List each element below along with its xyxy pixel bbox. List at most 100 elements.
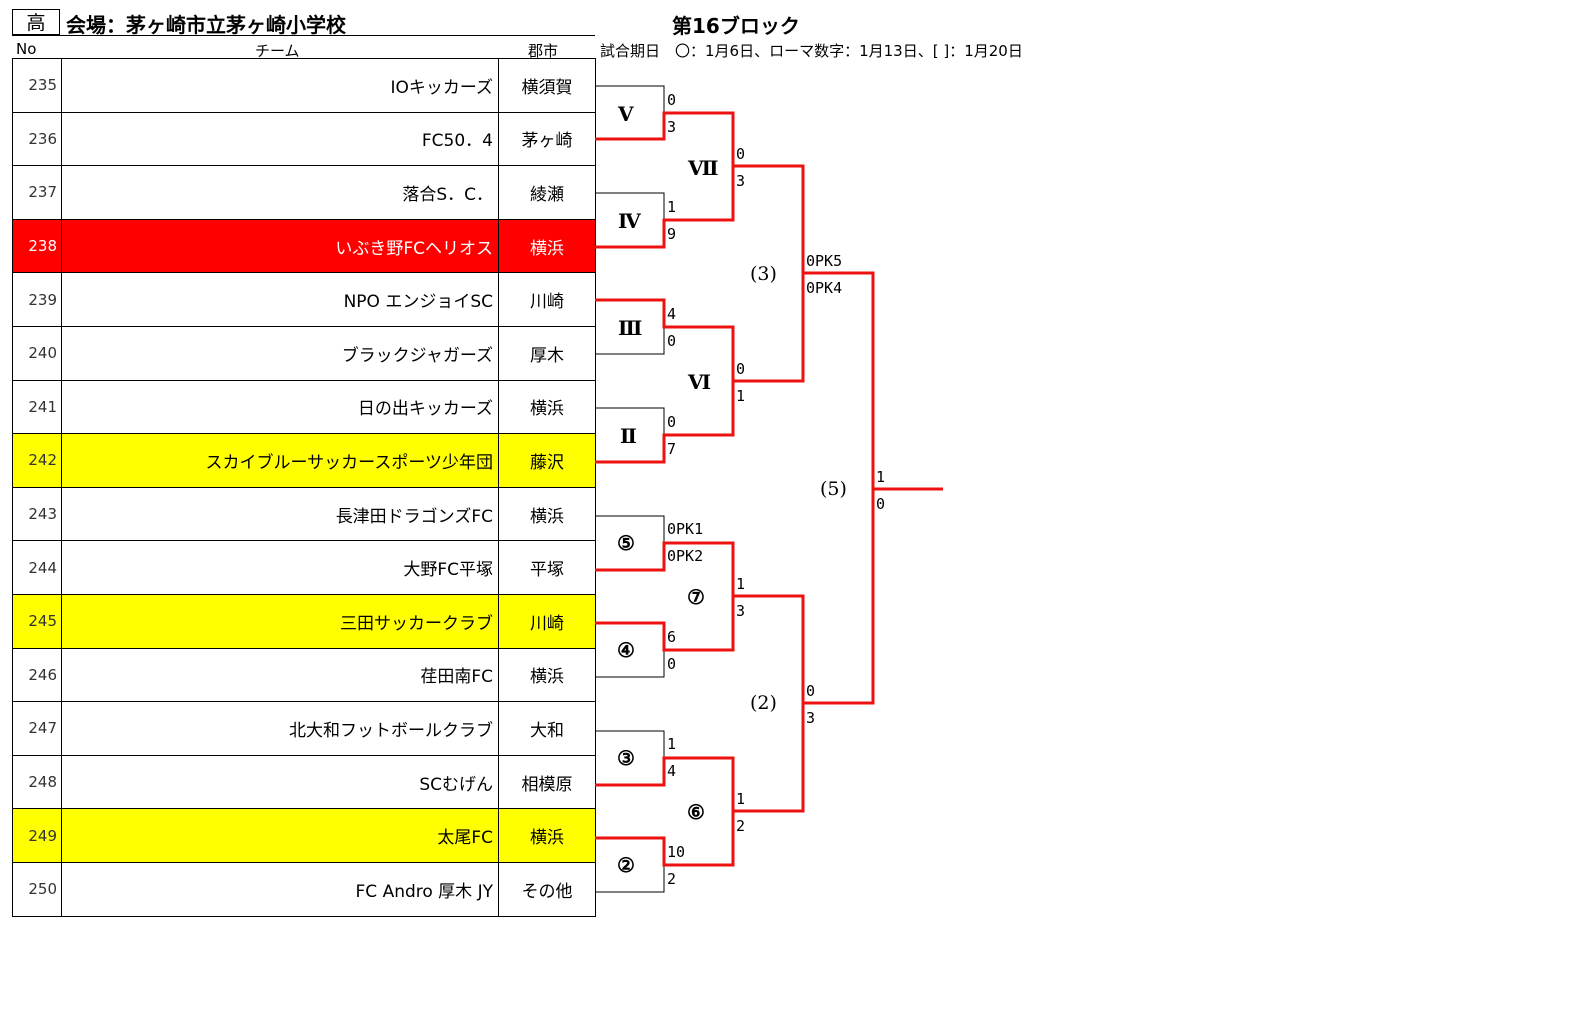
team-city: 藤沢 [499,434,596,487]
team-number: 244 [13,541,62,594]
score-label: 0 [736,360,746,378]
team-name: いぶき野FCヘリオス [62,219,499,273]
score-label: 0 [667,332,677,350]
round-label: (2) [750,692,777,714]
bracket-line [595,407,665,435]
bracket-line [803,489,874,704]
winner-line [595,594,805,867]
team-name: 北大和フットボールクラブ [62,702,499,755]
team-name: IOキッカーズ [62,59,499,112]
match-label: ⑤ [617,531,635,555]
team-number: 242 [13,434,62,487]
score-label: 1 [736,387,746,405]
score-label: 10 [667,843,686,861]
team-city: 横浜 [499,487,596,541]
team-name: 三田サッカークラブ [62,594,499,648]
match-label: Ⅶ [688,156,719,180]
winner-line [595,298,735,464]
team-name: 長津田ドラゴンズFC [62,487,499,541]
score-label: 3 [667,118,677,136]
score-label: 0 [876,495,886,513]
team-city: 横須賀 [499,59,596,112]
team-city: 大和 [499,702,596,755]
team-city: 横浜 [499,809,596,862]
winner-line [803,489,875,705]
score-label: 1 [667,735,677,753]
team-city: 横浜 [499,380,596,434]
team-number: 246 [13,648,62,702]
match-label: ③ [617,746,635,770]
team-name: NPO エンジョイSC [62,273,499,326]
score-label: 6 [667,628,677,646]
score-label: 0 [806,682,816,700]
team-name: FC Andro 厚木 JY [62,862,499,916]
team-name: 大野FC平塚 [62,541,499,594]
score-label: 0 [667,413,677,431]
team-name: SCむげん [62,755,499,809]
match-label: Ⅴ [618,102,634,126]
team-name: 日の出キッカーズ [62,380,499,434]
team-city: 横浜 [499,648,596,702]
bracket-line [595,650,665,678]
score-label: 3 [806,709,816,727]
winner-line [595,541,735,652]
team-number: 237 [13,166,62,219]
score-label: 9 [667,225,677,243]
score-label: 0PK1 [667,520,704,538]
bracket-line [595,327,665,355]
match-label: Ⅲ [618,316,643,340]
team-number: 238 [13,219,62,273]
score-label: 7 [667,440,677,458]
match-label: ④ [617,638,635,662]
team-name: スカイブルーサッカースポーツ少年団 [62,434,499,487]
score-label: 0PK5 [806,252,843,270]
team-city: 相模原 [499,755,596,809]
team-name: 太尾FC [62,809,499,862]
score-label: 4 [667,762,677,780]
column-header-no: No [16,40,37,58]
round-label: (5) [820,478,847,500]
bracket-line [595,865,665,893]
team-city: 綾瀬 [499,166,596,219]
score-label: 0PK2 [667,547,704,565]
team-number: 241 [13,380,62,434]
winner-line [733,164,943,491]
team-number: 235 [13,59,62,112]
team-name: ブラックジャガーズ [62,326,499,380]
team-number: 250 [13,862,62,916]
match-label: ⑦ [687,585,705,609]
team-number: 249 [13,809,62,862]
winner-line [733,273,805,383]
score-label: 0 [667,91,677,109]
score-label: 0 [736,145,746,163]
match-label: Ⅱ [620,424,637,448]
score-label: 1 [876,468,886,486]
score-label: 1 [736,575,746,593]
bracket-line [595,730,665,758]
team-number: 239 [13,273,62,326]
bracket-line [595,192,665,220]
score-label: 0PK4 [806,279,843,297]
winner-line [595,756,735,811]
team-city: 厚木 [499,326,596,380]
score-label: 1 [736,790,746,808]
team-number: 245 [13,594,62,648]
team-name: 落合S．C． [62,166,499,219]
score-label: 2 [736,817,746,835]
score-label: 3 [736,172,746,190]
column-header-team: チーム [255,42,300,60]
team-number: 240 [13,326,62,380]
